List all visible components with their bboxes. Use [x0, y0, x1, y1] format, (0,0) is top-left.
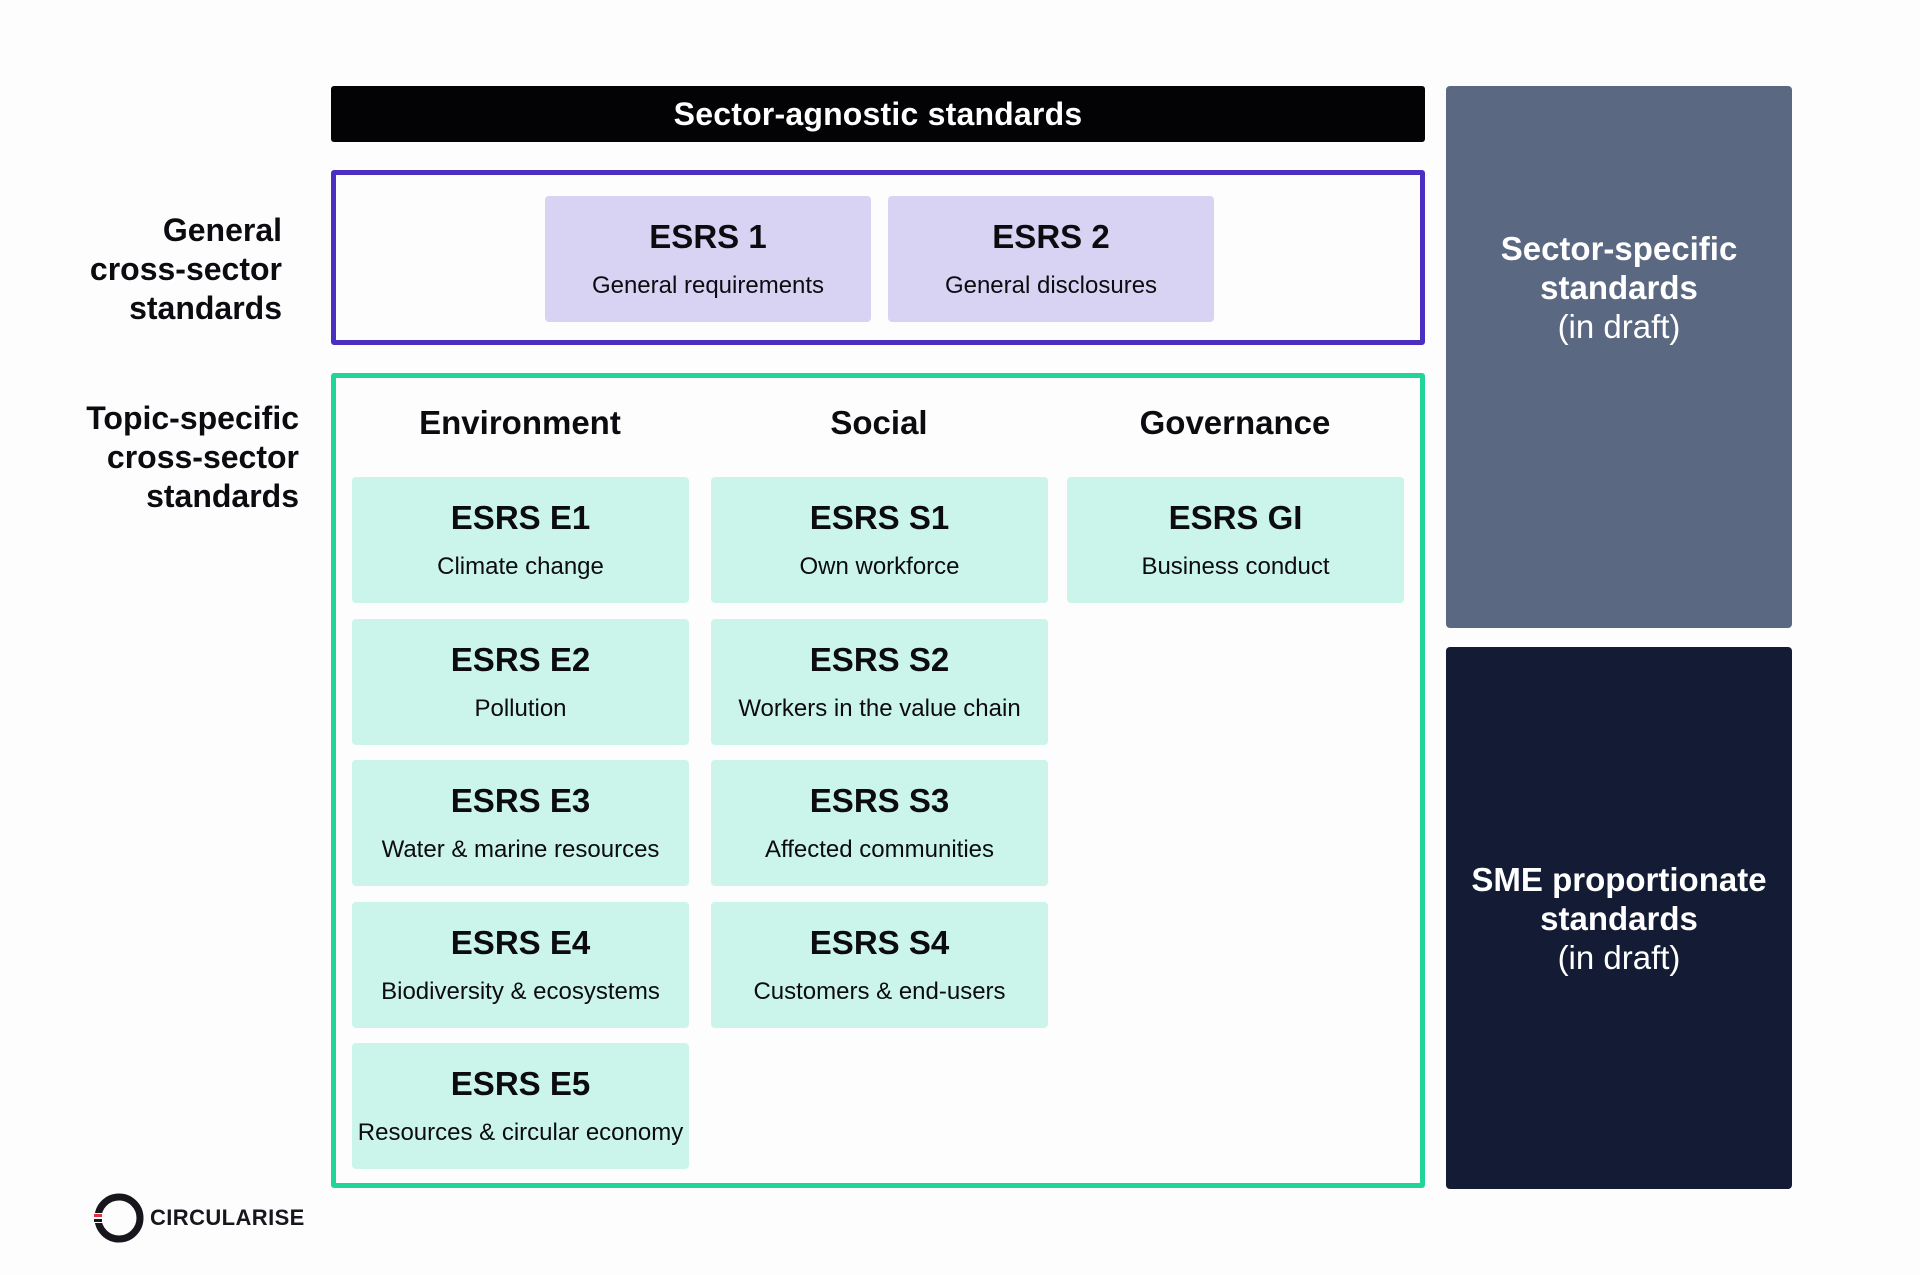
- logo-wordmark: CIRCULARISE: [150, 1205, 305, 1230]
- standard-description: Climate change: [437, 553, 604, 580]
- standard-code: ESRS 2: [992, 218, 1110, 255]
- topic-standards-frame: [331, 373, 1425, 1188]
- standard-code: ESRS E5: [450, 1065, 591, 1102]
- standard-code: ESRS GI: [1168, 499, 1303, 536]
- column-heading-governance: Governance: [1139, 404, 1331, 441]
- standard-description: General requirements: [591, 272, 825, 299]
- standard-code: ESRS S3: [809, 782, 950, 819]
- panel-title-line: SME proportionate: [1471, 860, 1767, 898]
- panel-title-line: standards: [1540, 899, 1698, 937]
- panel-subtitle: (in draft): [1557, 938, 1681, 976]
- circularise-logo: CIRCULARISE: [92, 1190, 305, 1246]
- panel-title-line: Sector-specific: [1500, 229, 1738, 267]
- column-heading-social: Social: [830, 404, 928, 441]
- standard-code: ESRS E3: [450, 782, 591, 819]
- standard-card-esrs-s3: ESRS S3 Affected communities: [711, 760, 1048, 886]
- sector-specific-panel: Sector-specific standards (in draft): [1446, 86, 1792, 628]
- standard-description: Resources & circular economy: [357, 1119, 684, 1146]
- standard-description: Workers in the value chain: [738, 695, 1021, 722]
- standard-code: ESRS S4: [809, 924, 950, 961]
- standard-code: ESRS E4: [450, 924, 591, 961]
- standard-code: ESRS E2: [450, 641, 591, 678]
- standard-description: Pollution: [474, 695, 567, 722]
- standard-card-esrs-s1: ESRS S1 Own workforce: [711, 477, 1048, 603]
- standard-card-esrs-s2: ESRS S2 Workers in the value chain: [711, 619, 1048, 745]
- standard-card-esrs-1: ESRS 1 General requirements: [545, 196, 871, 322]
- sme-proportionate-panel: SME proportionate standards (in draft): [1446, 647, 1792, 1189]
- standard-code: ESRS S1: [809, 499, 950, 536]
- standard-description: Business conduct: [1141, 553, 1330, 580]
- standard-card-esrs-gi: ESRS GI Business conduct: [1067, 477, 1404, 603]
- standard-code: ESRS S2: [809, 641, 950, 678]
- panel-title-line: standards: [1540, 268, 1698, 306]
- standard-card-esrs-e3: ESRS E3 Water & marine resources: [352, 760, 689, 886]
- standard-description: Water & marine resources: [381, 836, 660, 863]
- standard-code: ESRS E1: [450, 499, 591, 536]
- general-cross-sector-label: General cross-sector standards: [89, 212, 282, 326]
- column-heading-environment: Environment: [419, 404, 621, 441]
- general-standards-frame: [331, 170, 1425, 345]
- standard-card-esrs-e2: ESRS E2 Pollution: [352, 619, 689, 745]
- standard-description: General disclosures: [944, 272, 1158, 299]
- standard-card-esrs-e5: ESRS E5 Resources & circular economy: [352, 1043, 689, 1169]
- standard-card-esrs-e4: ESRS E4 Biodiversity & ecosystems: [352, 902, 689, 1028]
- standard-card-esrs-2: ESRS 2 General disclosures: [888, 196, 1214, 322]
- standard-card-esrs-e1: ESRS E1 Climate change: [352, 477, 689, 603]
- standard-description: Customers & end-users: [753, 978, 1006, 1005]
- sector-agnostic-banner: Sector-agnostic standards: [331, 86, 1425, 142]
- standard-description: Biodiversity & ecosystems: [381, 978, 660, 1005]
- standard-card-esrs-s4: ESRS S4 Customers & end-users: [711, 902, 1048, 1028]
- circularise-logo-icon: [92, 1193, 144, 1243]
- standard-description: Own workforce: [799, 553, 960, 580]
- panel-subtitle: (in draft): [1557, 307, 1681, 345]
- standard-code: ESRS 1: [649, 218, 767, 255]
- topic-specific-label: Topic-specific cross-sector standards: [86, 400, 299, 514]
- standard-description: Affected communities: [765, 836, 994, 863]
